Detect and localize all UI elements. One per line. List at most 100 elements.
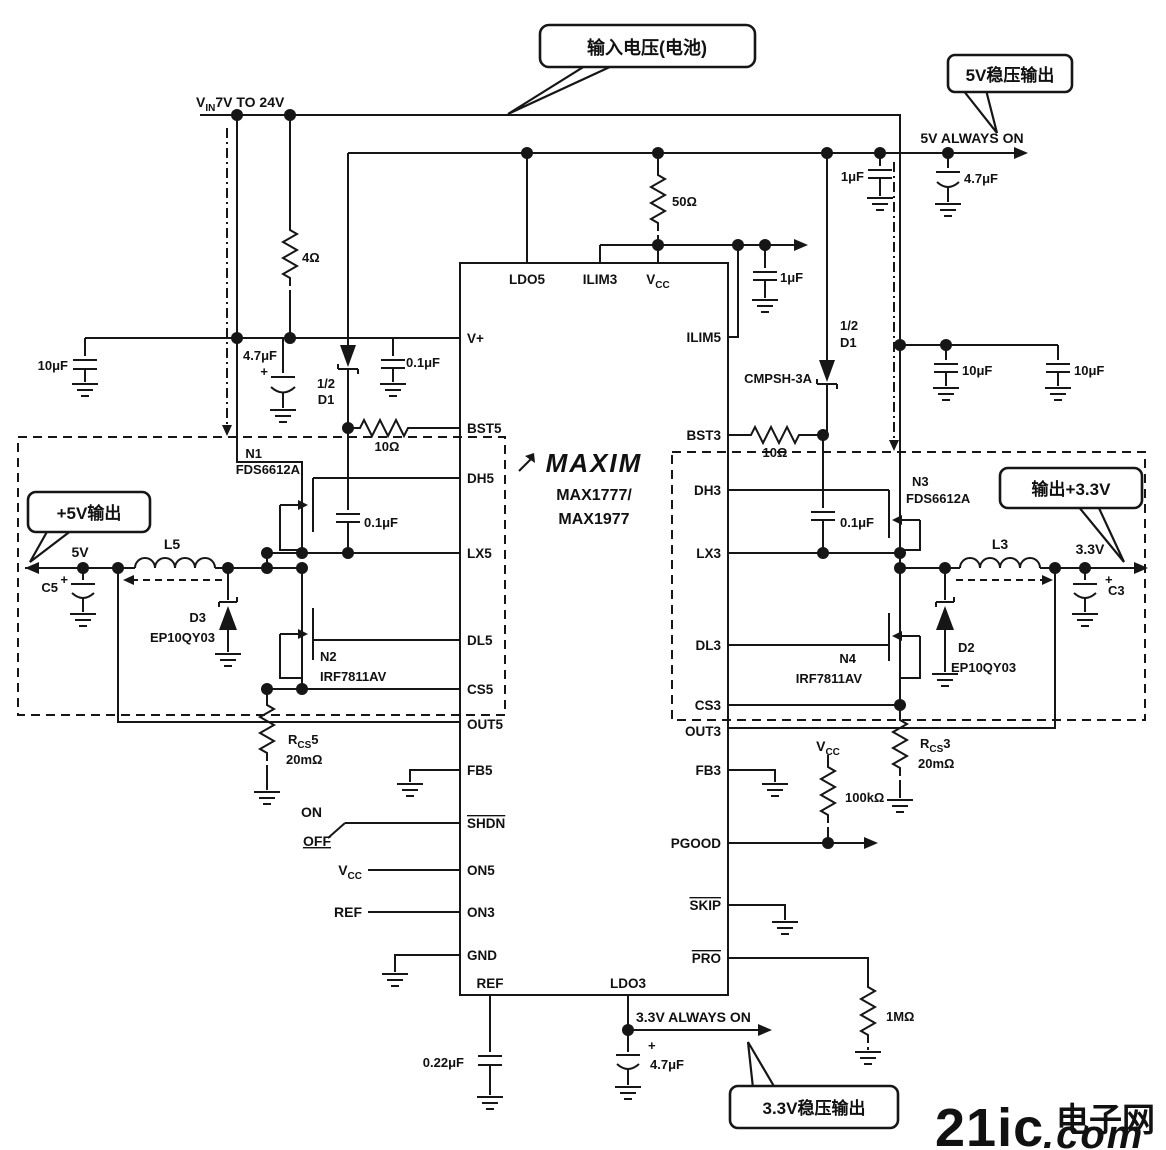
d2-label: D2 [958,640,975,655]
ref-on3-label: REF [334,904,362,920]
n4-label: N4 [839,651,856,666]
n2-label: N2 [320,649,337,664]
d1-right-half: 1/2 [840,318,858,333]
inductor-l5 [134,557,216,569]
on-label: ON [301,804,322,820]
l3-label: L3 [992,536,1009,552]
rcs3-value: 20mΩ [918,756,954,771]
l5-label: L5 [164,536,181,552]
callout-input-voltage: 输入电压(电池) [507,23,757,115]
callout-output-3v3-text: 输出+3.3V [1032,479,1112,499]
rcs5-label: RCS5 [288,732,319,751]
r1m-label: 1MΩ [886,1009,914,1024]
pin-gnd: GND [467,948,497,963]
vcc-pullup-label: VCC [816,738,840,758]
diode-d2 [936,606,954,630]
c10uf-left-label: 10μF [38,358,68,373]
out-3v3-label: 3.3V [1076,541,1105,557]
watermark-suffix: .com [1043,1113,1144,1150]
resistor-1m [860,981,876,1044]
rail-3v3-always-on: 3.3V ALWAYS ON [636,1009,751,1025]
r50-label: 50Ω [672,194,697,209]
pin-dl5: DL5 [467,633,493,648]
pin-skip: SKIP [689,898,721,913]
diode-d1-right [819,360,835,382]
c3-label: C3 [1108,583,1125,598]
inductor-l3 [959,557,1041,569]
callout-5v-regulated-output: 5V稳压输出 [946,53,1074,134]
pin-dh5: DH5 [467,471,494,486]
pin-bst5: BST5 [467,421,502,436]
c1uf-mid-label: 1μF [780,270,803,285]
ic-part-number-1: MAX1777/ [556,487,632,504]
c5-label: C5 [41,580,58,595]
r4-label: 4Ω [302,250,320,265]
callout-plus5v-output: +5V输出 [26,490,152,563]
pin-ref: REF [477,976,504,991]
resistor-10ohm-bst5 [353,419,415,437]
diode-d1-left [340,345,356,367]
pin-labels: V+ BST5 DH5 LX5 DL5 CS5 OUT5 FB5 SHDN ON… [467,272,721,991]
pin-shdn: SHDN [467,816,505,831]
n1-part-label: FDS6612A [236,462,301,477]
watermark-21ic: 21ic 电子网 .com [935,1098,1155,1150]
watermark-site: 电子网 [1056,1101,1155,1138]
callout-3v3-regulated-output: 3.3V稳压输出 [728,1041,900,1130]
pin-dh3: DH3 [694,483,721,498]
ic-part-number-2: MAX1977 [558,511,629,528]
d3-label: D3 [189,610,206,625]
pin-on3: ON3 [467,905,495,920]
c10uf-r2-label: 10μF [1074,363,1104,378]
d2-part-label: EP10QY03 [951,660,1016,675]
rail-arrows [25,147,1148,1036]
c0u22-label: 0.22μF [423,1055,464,1070]
resistor-4ohm [282,224,298,287]
maxim-logo: MAXIM [546,448,643,478]
callout-input-voltage-text: 输入电压(电池) [587,37,707,58]
pin-on5: ON5 [467,863,495,878]
n4-part-label: IRF7811AV [796,671,863,686]
pin-pro: PRO [692,951,721,966]
off-label: OFF [303,833,331,849]
pin-vcc: VCC [646,272,669,291]
resistor-50ohm [650,169,666,232]
resistor-10ohm-bst3 [744,426,806,444]
pin-vplus: V+ [467,331,484,346]
pin-cs3: CS3 [695,698,722,713]
pin-ldo5: LDO5 [509,272,545,287]
pin-lx5: LX5 [467,546,492,561]
n1-label: N1 [245,446,262,461]
ic-max1777: MAXIM MAX1777/ MAX1977 [459,262,729,996]
d1-left-label: D1 [318,392,335,407]
callout-plus5v-text: +5V输出 [57,503,122,523]
c0u1-bst5-label: 0.1μF [364,515,398,530]
pin-fb5: FB5 [467,763,493,778]
rcs5-value: 20mΩ [286,752,322,767]
rcs3-label: RCS3 [920,736,951,755]
d1-left-half: 1/2 [317,376,335,391]
rail-5v-always-on: 5V ALWAYS ON [920,130,1023,146]
pin-out3: OUT3 [685,724,721,739]
ground-symbols [69,197,1099,1110]
out-5v-label: 5V [71,544,89,560]
d1-part-label: CMPSH-3A [744,371,813,386]
callout-3v3-reg-text: 3.3V稳压输出 [763,1098,866,1118]
pin-cs5: CS5 [467,682,494,697]
pin-pgood: PGOOD [671,836,722,851]
buck3-section-outline [671,451,1146,721]
c4u7-in-plus: + [260,364,268,379]
pin-lx3: LX3 [696,546,721,561]
mosfet-n2 [279,600,314,679]
c4u7-bottom-label: 4.7μF [650,1057,684,1072]
r10-right-label: 10Ω [763,445,788,460]
resistor-100k [820,761,836,824]
d1-right-label: D1 [840,335,857,350]
c1uf-top-label: 1μF [841,169,864,184]
current-flow-annotations [123,128,1053,585]
component-labels: VIN7V TO 24V 5V ALWAYS ON 3.3V ALWAYS ON… [38,94,1125,1072]
resistor-rcs3 [892,714,908,777]
pin-ldo3: LDO3 [610,976,646,991]
c10uf-r1-label: 10μF [962,363,992,378]
pin-ilim3: ILIM3 [583,272,618,287]
